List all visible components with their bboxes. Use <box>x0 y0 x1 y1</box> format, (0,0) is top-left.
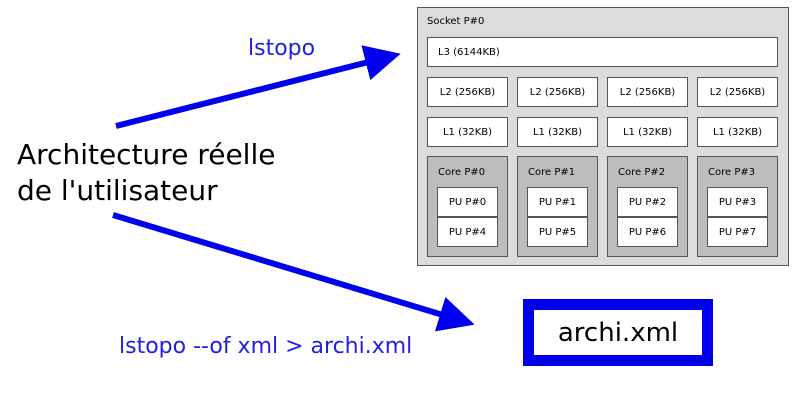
l1-label: L1 (32KB) <box>442 126 493 138</box>
l1-cache: L1 (32KB) <box>607 117 688 147</box>
l2-label: L2 (256KB) <box>619 86 676 98</box>
l2-cache: L2 (256KB) <box>427 77 508 107</box>
pu-box: PU P#1 <box>527 187 588 217</box>
pu-box: PU P#2 <box>617 187 678 217</box>
core-label: Core P#0 <box>438 167 486 178</box>
l1-label: L1 (32KB) <box>532 126 583 138</box>
pu-label: PU P#7 <box>718 226 757 238</box>
l3-cache: L3 (6144KB) <box>427 37 778 67</box>
arrow-to-lstopo <box>115 45 401 129</box>
core-box: Core P#3 PU P#3 PU P#7 <box>697 156 778 257</box>
l2-cache: L2 (256KB) <box>607 77 688 107</box>
pu-label: PU P#4 <box>448 226 487 238</box>
l1-label: L1 (32KB) <box>712 126 763 138</box>
l2-cache: L2 (256KB) <box>517 77 598 107</box>
pu-box: PU P#3 <box>707 187 768 217</box>
xml-file-box: archi.xml <box>523 299 713 366</box>
socket-label: Socket P#0 <box>427 16 485 27</box>
l2-label: L2 (256KB) <box>709 86 766 98</box>
l2-label: L2 (256KB) <box>529 86 586 98</box>
pu-label: PU P#6 <box>628 226 667 238</box>
lstopo-command-label: lstopo --of xml > archi.xml <box>119 334 413 359</box>
core-box: Core P#2 PU P#2 PU P#6 <box>607 156 688 257</box>
pu-box: PU P#0 <box>437 187 498 217</box>
pu-box: PU P#7 <box>707 217 768 247</box>
l3-label: L3 (6144KB) <box>438 46 500 58</box>
pu-label: PU P#2 <box>628 196 667 208</box>
arrow-to-xml <box>112 212 475 332</box>
l1-cache: L1 (32KB) <box>517 117 598 147</box>
l1-label: L1 (32KB) <box>622 126 673 138</box>
l1-cache: L1 (32KB) <box>697 117 778 147</box>
pu-box: PU P#6 <box>617 217 678 247</box>
pu-label: PU P#5 <box>538 226 577 238</box>
l2-label: L2 (256KB) <box>439 86 496 98</box>
pu-label: PU P#1 <box>538 196 577 208</box>
architecture-label: Architecture réelle de l'utilisateur <box>17 138 276 207</box>
core-label: Core P#1 <box>528 167 576 178</box>
lstopo-label: lstopo <box>248 36 316 61</box>
core-box: Core P#0 PU P#0 PU P#4 <box>427 156 508 257</box>
pu-box: PU P#5 <box>527 217 588 247</box>
core-label: Core P#3 <box>708 167 756 178</box>
pu-label: PU P#0 <box>448 196 487 208</box>
socket-box: Socket P#0 L3 (6144KB) L2 (256KB) L2 (25… <box>417 7 789 266</box>
l2-cache: L2 (256KB) <box>697 77 778 107</box>
core-label: Core P#2 <box>618 167 666 178</box>
core-box: Core P#1 PU P#1 PU P#5 <box>517 156 598 257</box>
l1-cache: L1 (32KB) <box>427 117 508 147</box>
xml-file-label: archi.xml <box>557 317 679 348</box>
pu-box: PU P#4 <box>437 217 498 247</box>
pu-label: PU P#3 <box>718 196 757 208</box>
